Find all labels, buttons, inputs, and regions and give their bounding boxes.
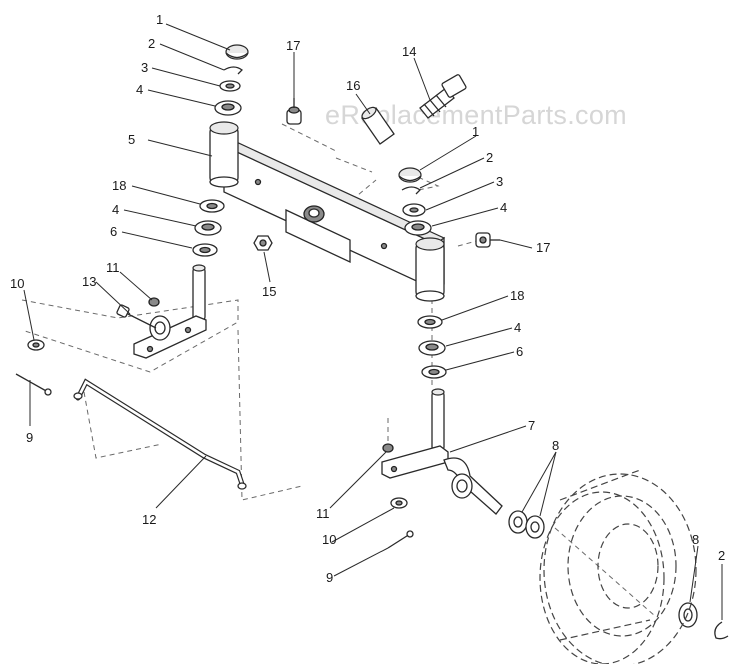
callout-4: 4 [136,82,143,97]
callout-3: 3 [141,60,148,75]
left-washer-pin [15,339,52,396]
callout-12: 12 [142,512,156,527]
callout-17: 17 [536,240,550,255]
right-lower-hardware [417,315,447,379]
callout-15: 15 [262,284,276,299]
right-upper-hardware [398,167,432,236]
thrust-washers [508,510,729,640]
callout-2: 2 [718,548,725,563]
callout-2: 2 [148,36,155,51]
callout-1: 1 [472,124,479,139]
callout-3: 3 [496,174,503,189]
callout-14: 14 [402,44,416,59]
callout-16: 16 [346,78,360,93]
tie-rod-part [73,378,247,490]
callout-4: 4 [500,200,507,215]
callout-1: 1 [156,12,163,27]
callout-13: 13 [82,274,96,289]
right-washer-pin [382,443,414,549]
front-axle-part [209,121,446,302]
callout-8: 8 [692,532,699,547]
left-upper-hardware [214,44,249,116]
callout-18: 18 [112,178,126,193]
callout-2: 2 [486,150,493,165]
callout-11: 11 [106,260,120,275]
callout-9: 9 [326,570,333,585]
locknut-part [253,235,273,251]
callout-9: 9 [26,430,33,445]
callout-numbers: 1 2 3 4 5 17 14 16 1 2 3 4 18 4 6 17 15 … [10,12,725,585]
callout-leader-lines [23,23,723,620]
left-lower-hardware [192,199,225,257]
callout-6: 6 [110,224,117,239]
callout-8: 8 [552,438,559,453]
callout-4: 4 [112,202,119,217]
callout-6: 6 [516,344,523,359]
callout-17: 17 [286,38,300,53]
callout-18: 18 [510,288,524,303]
wheel-tire-outline [539,469,697,664]
pivot-bolt-part [419,74,467,119]
callout-10: 10 [10,276,24,291]
grease-fitting-right [475,232,500,248]
left-spindle-part [116,264,207,359]
callout-11: 11 [316,506,330,521]
callout-10: 10 [322,532,336,547]
callout-5: 5 [128,132,135,147]
callout-4: 4 [514,320,521,335]
right-spindle-part [381,388,503,515]
assembly-guide-lines [21,123,656,617]
callout-7: 7 [528,418,535,433]
grease-fitting-left [286,98,302,125]
